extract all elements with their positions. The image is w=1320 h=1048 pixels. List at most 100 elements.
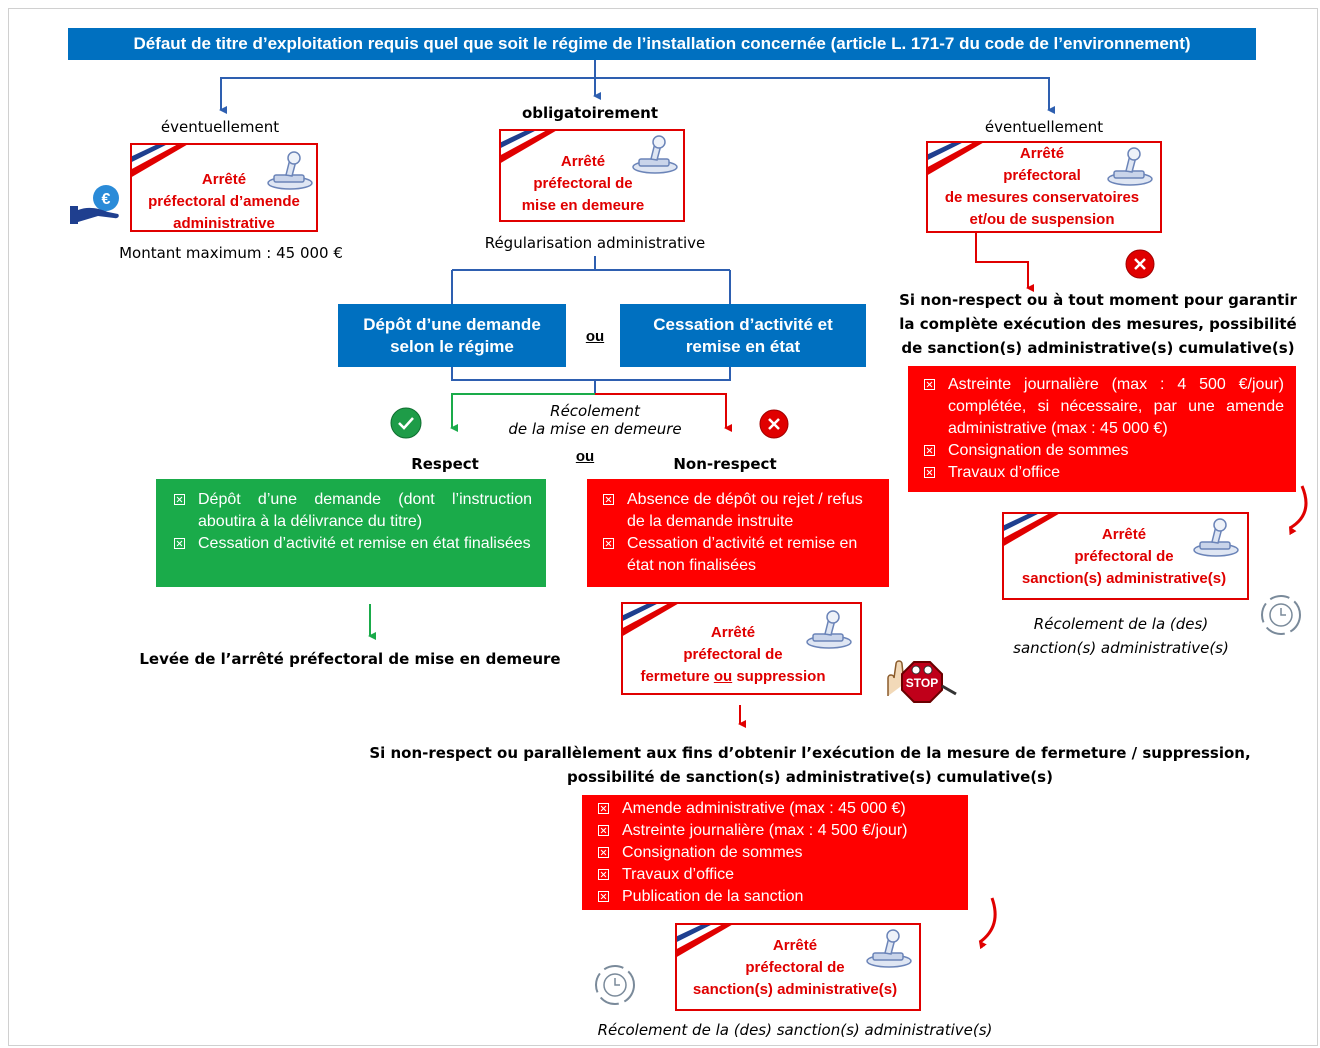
- card-title-line: Arrêté: [1101, 526, 1147, 543]
- right-sanction-box: Astreinte journalière (max : 4 500 €/jou…: [908, 366, 1296, 492]
- option-line: Dépôt d’une demande: [363, 314, 541, 334]
- option-cessation-activite: Cessation d’activité et remise en état: [620, 304, 866, 367]
- french-flag-icon: [677, 925, 732, 957]
- sanction-item: Amende administrative (max : 45 000 €): [598, 798, 956, 820]
- left-amount: Montant maximum : 45 000 €: [119, 244, 343, 262]
- or-label: ou: [578, 328, 612, 346]
- connector-options-merge: [451, 367, 731, 394]
- sanction-box: Amende administrative (max : 45 000 €) A…: [582, 795, 968, 910]
- checkbox-icon: [598, 825, 609, 836]
- card-title-line: Arrêté: [201, 171, 247, 188]
- connector-regularisation-split: [451, 256, 731, 304]
- french-flag-icon: [928, 143, 983, 175]
- center-mandatory-label: obligatoirement: [521, 104, 659, 122]
- checkbox-icon: [174, 494, 185, 505]
- stamp-icon: [806, 610, 852, 649]
- card-title-line: sanction(s) administrative(s): [692, 981, 898, 998]
- stop-sign-icon: STOP: [887, 660, 957, 703]
- stamp-icon: [1193, 518, 1239, 557]
- svg-text:€: €: [102, 191, 111, 208]
- respect-box: Dépôt d’une demande (dont l’instruction …: [156, 479, 546, 587]
- option-line: selon le régime: [390, 336, 514, 356]
- cycle-clock-icon: [1261, 595, 1301, 635]
- sanction-item: Consignation de sommes: [598, 842, 956, 864]
- checkbox-icon: [603, 538, 614, 549]
- card-title-line: préfectoral d’amende: [148, 193, 300, 210]
- right-heading: Si non-respect ou à tout moment pour gar…: [880, 288, 1316, 360]
- card-title-line: administrative: [173, 215, 275, 232]
- card-mesures-conservatoires: Arrêté préfectoral de mesures conservato…: [926, 141, 1162, 233]
- checkbox-icon: [598, 891, 609, 902]
- cross-circle-icon: [759, 409, 789, 439]
- card-title-line: et/ou de suspension: [969, 211, 1115, 228]
- recolement-line: Récolement: [550, 402, 640, 420]
- card-title-line: préfectoral: [1003, 167, 1081, 184]
- or-label-2: ou: [572, 448, 598, 466]
- heading-line: Si non-respect ou parallèlement aux fins…: [369, 744, 1251, 762]
- card-title-line: Arrêté: [772, 937, 818, 954]
- french-flag-icon: [1004, 514, 1059, 546]
- check-circle-icon: [390, 407, 422, 439]
- nonrespect-item: Cessation d’activité et remise en état n…: [603, 533, 875, 577]
- checkbox-icon: [924, 445, 935, 456]
- cycle-clock-icon: [595, 965, 635, 1005]
- sanction-recolement-center: Récolement de la (des) sanction(s) admin…: [597, 1021, 993, 1039]
- card-title-line: fermeture ou suppression: [640, 668, 826, 685]
- card-title-line: de mesures conservatoires: [944, 189, 1140, 206]
- euro-hand-icon: €: [70, 185, 119, 224]
- card-amende-administrative: Arrêté préfectoral d’amende administrati…: [130, 143, 318, 232]
- card-title-line: Arrêté: [710, 624, 756, 641]
- sanction-item: Astreinte journalière (max : 4 500 €/jou…: [598, 820, 956, 842]
- card-title-line: préfectoral de: [1074, 548, 1174, 565]
- sanction-heading: Si non-respect ou parallèlement aux fins…: [280, 741, 1320, 789]
- nonrespect-box: Absence de dépôt ou rejet / refus de la …: [587, 479, 889, 587]
- connector-right-card: [975, 232, 1034, 292]
- nonrespect-item: Absence de dépôt ou rejet / refus de la …: [603, 489, 875, 533]
- checkbox-icon: [603, 494, 614, 505]
- right-sanction-item: Travaux d’office: [924, 462, 1284, 484]
- recolement-line: Récolement de la (des): [1033, 615, 1209, 633]
- card-title-line: préfectoral de: [533, 175, 633, 192]
- respect-label: Respect: [411, 455, 479, 473]
- french-flag-icon: [132, 145, 187, 177]
- levee-mise-en-demeure: Levée de l’arrêté préfectoral de mise en…: [139, 650, 561, 668]
- nonrespect-label: Non-respect: [673, 455, 777, 473]
- connector-banner-left: [219, 60, 596, 114]
- checkbox-icon: [598, 803, 609, 814]
- card-title-line: Arrêté: [1019, 145, 1065, 162]
- option-depot-demande: Dépôt d’une demande selon le régime: [338, 304, 566, 367]
- recolement-mise-en-demeure: Récolement de la mise en demeure: [490, 402, 700, 438]
- respect-item: Cessation d’activité et remise en état f…: [174, 533, 532, 555]
- heading-line: Si non-respect ou à tout moment pour gar…: [899, 291, 1297, 309]
- heading-line: possibilité de sanction(s) administrativ…: [567, 768, 1053, 786]
- checkbox-icon: [924, 379, 935, 390]
- stamp-icon: [1107, 147, 1153, 186]
- heading-line: de sanction(s) administrative(s) cumulat…: [901, 339, 1295, 357]
- sanction-item: Publication de la sanction: [598, 886, 956, 908]
- right-sanction-item: Astreinte journalière (max : 4 500 €/jou…: [924, 374, 1284, 440]
- connector-nonrespect: [595, 393, 732, 432]
- respect-item: Dépôt d’une demande (dont l’instruction …: [174, 489, 532, 533]
- card-title-line: Arrêté: [560, 153, 606, 170]
- checkbox-icon: [598, 869, 609, 880]
- stop-text: STOP: [906, 676, 938, 690]
- connector-respect: [450, 393, 595, 432]
- recolement-line: de la mise en demeure: [508, 420, 682, 438]
- stamp-icon: [866, 929, 912, 968]
- card-title-line: préfectoral de: [745, 959, 845, 976]
- right-sanction-item: Consignation de sommes: [924, 440, 1284, 462]
- card-title-line: préfectoral de: [683, 646, 783, 663]
- checkbox-icon: [924, 467, 935, 478]
- card-fermeture-suppression: Arrêté préfectoral de fermeture ou suppr…: [621, 602, 862, 695]
- top-banner: Défaut de titre d’exploitation requis qu…: [68, 28, 1256, 60]
- right-eventual-label: éventuellement: [984, 118, 1104, 136]
- checkbox-icon: [598, 847, 609, 858]
- card-title-line: mise en demeure: [521, 197, 645, 214]
- option-line: remise en état: [685, 336, 801, 356]
- recolement-line: sanction(s) administrative(s): [1013, 639, 1229, 657]
- card-title-line: sanction(s) administrative(s): [1021, 570, 1227, 587]
- connector-banner-right: [595, 77, 1055, 114]
- heading-line: la complète exécution des mesures, possi…: [899, 315, 1297, 333]
- curved-arrow-right: [1288, 485, 1308, 536]
